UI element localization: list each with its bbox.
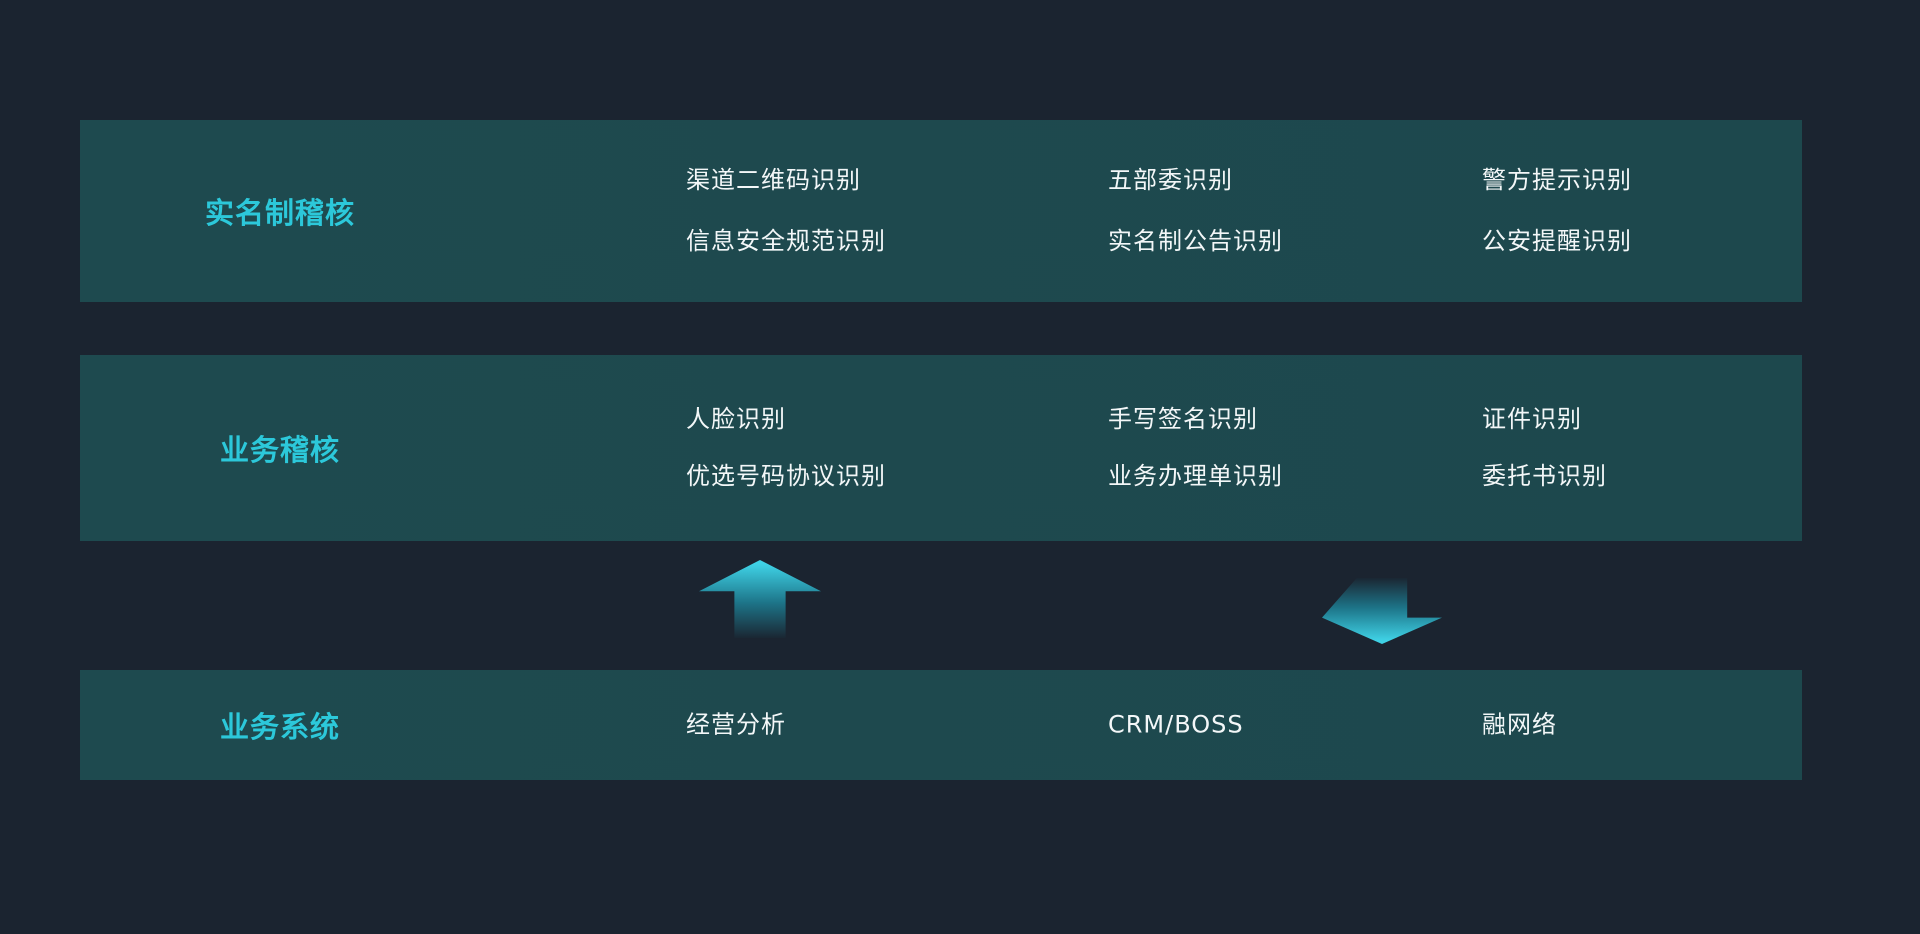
feature-item: 渠道二维码识别	[686, 166, 861, 195]
arrow-up-icon	[699, 560, 821, 638]
feature-item: 业务办理单识别	[1108, 462, 1283, 490]
band1-column-3: 警方提示识别 公安提醒识别	[1482, 166, 1632, 256]
band1-column-1: 渠道二维码识别 信息安全规范识别	[686, 166, 886, 256]
band3-column-2: CRM/BOSS	[1108, 711, 1244, 740]
feature-item: 委托书识别	[1482, 462, 1607, 490]
band-realname-audit: 实名制稽核 渠道二维码识别 信息安全规范识别 五部委识别 实名制公告识别 警方提…	[80, 120, 1802, 302]
band3-column-3: 融网络	[1482, 711, 1557, 740]
band2-column-3: 证件识别 委托书识别	[1482, 405, 1607, 491]
feature-item: 信息安全规范识别	[686, 227, 886, 255]
system-item: 融网络	[1482, 710, 1557, 739]
feature-item: 人脸识别	[686, 405, 786, 434]
feature-item: 手写签名识别	[1108, 405, 1258, 434]
arrow-down-icon	[1322, 578, 1442, 644]
system-item: 经营分析	[686, 710, 786, 739]
band2-column-1: 人脸识别 优选号码协议识别	[686, 405, 886, 491]
band1-column-2: 五部委识别 实名制公告识别	[1108, 166, 1283, 256]
band-title-business-audit: 业务稽核	[219, 433, 340, 467]
feature-item: 警方提示识别	[1482, 166, 1632, 195]
band-title-business-systems: 业务系统	[219, 710, 340, 744]
feature-item: 优选号码协议识别	[686, 462, 886, 490]
band-business-systems: 业务系统 经营分析 CRM/BOSS 融网络	[80, 670, 1802, 780]
band3-column-1: 经营分析	[686, 711, 786, 740]
feature-item: 证件识别	[1482, 405, 1582, 434]
feature-item: 五部委识别	[1108, 166, 1233, 195]
band-title-realname-audit: 实名制稽核	[204, 196, 355, 230]
band2-column-2: 手写签名识别 业务办理单识别	[1108, 405, 1283, 491]
feature-item: 实名制公告识别	[1108, 227, 1283, 255]
band-business-audit: 业务稽核 人脸识别 优选号码协议识别 手写签名识别 业务办理单识别 证件识别 委…	[80, 355, 1802, 541]
system-item: CRM/BOSS	[1108, 710, 1244, 739]
feature-item: 公安提醒识别	[1482, 227, 1632, 255]
